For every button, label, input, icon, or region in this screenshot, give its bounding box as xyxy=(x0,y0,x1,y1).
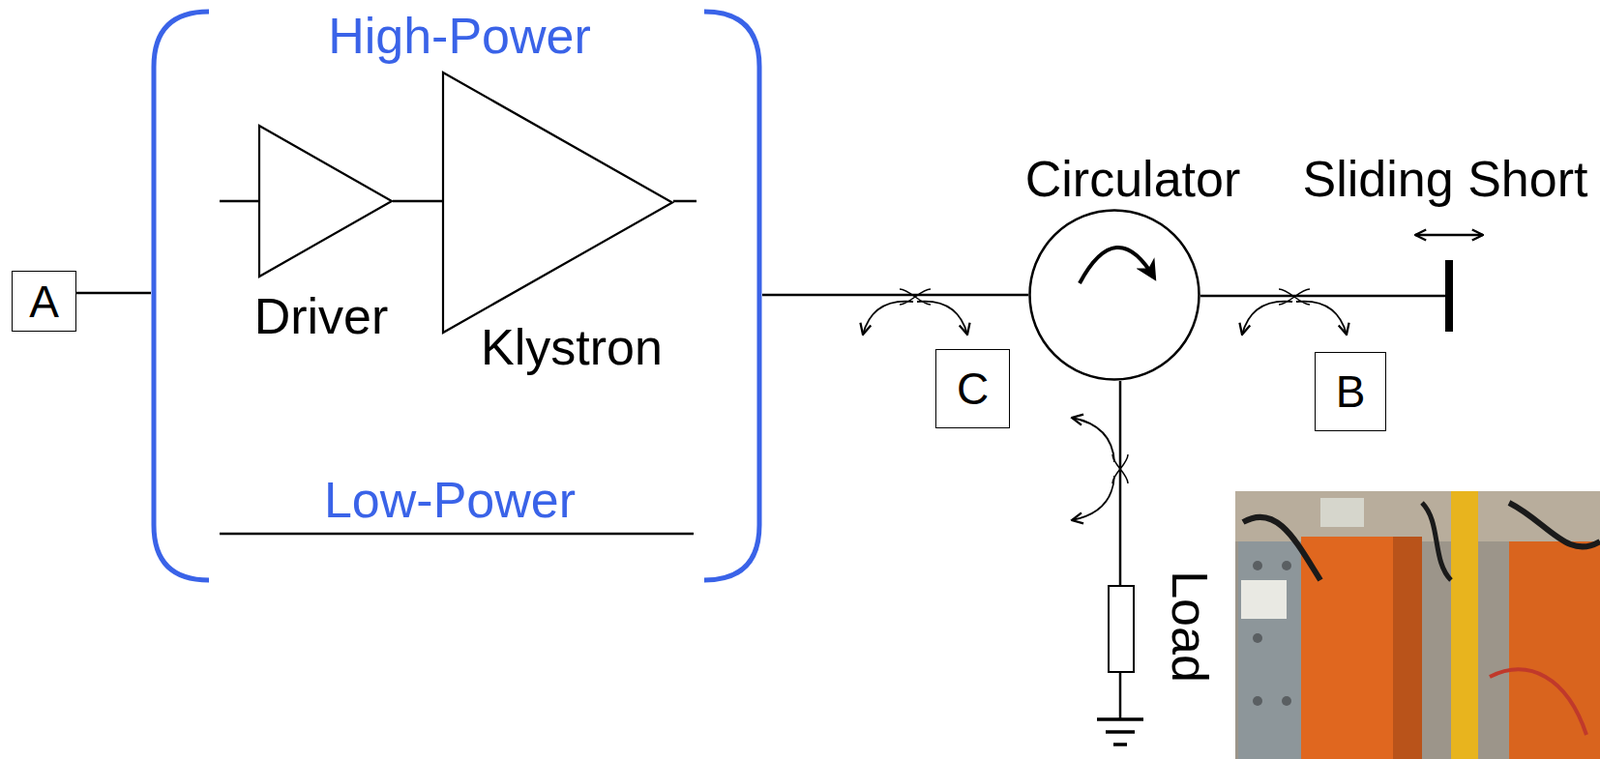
port-box: A xyxy=(11,270,77,332)
circulator-circle: Circulator xyxy=(1028,208,1201,382)
motion-arrow xyxy=(1415,234,1483,238)
waveguide-connector xyxy=(1200,295,1446,298)
group-label: Low-Power xyxy=(324,474,576,526)
amplifier-symbol xyxy=(443,72,673,333)
node-label: B xyxy=(1335,369,1366,415)
circulator-symbol xyxy=(1030,210,1200,381)
waveguide-connector xyxy=(762,294,1029,297)
circulation-arrow xyxy=(1079,247,1155,284)
input-stub xyxy=(219,200,259,204)
amplifier-symbol xyxy=(259,125,392,277)
node-label: C xyxy=(956,366,989,412)
amplifier-triangle: Driver xyxy=(258,124,393,278)
probe-box: B xyxy=(1314,352,1387,432)
node-label: A xyxy=(29,279,60,325)
resistor-symbol xyxy=(1108,586,1134,673)
node-label: Driver xyxy=(254,291,389,342)
amplifier-group: High-PowerLow-PowerDriverKlystron xyxy=(150,8,763,584)
node-label: Circulator xyxy=(1025,153,1242,205)
amplifier-triangle: Klystron xyxy=(442,71,674,334)
low-power-path xyxy=(219,533,694,536)
probe-box: C xyxy=(935,349,1010,429)
waveguide-connector xyxy=(392,200,443,204)
circulator-circle-outline xyxy=(1028,208,1201,382)
waveguide-connector xyxy=(1119,381,1123,586)
group-bracket xyxy=(704,11,760,581)
node-label: Sliding Short xyxy=(1303,153,1589,205)
sliding-short-bar-outline xyxy=(1445,260,1453,332)
test-stand-photo xyxy=(1235,491,1600,759)
resistor-symbol-outline xyxy=(1107,585,1135,674)
node-label: Klystron xyxy=(480,322,663,373)
amplifier-triangle-outline xyxy=(258,124,393,278)
waveguide-connector xyxy=(76,292,151,296)
group-bracket xyxy=(153,11,209,581)
output-stub xyxy=(673,200,697,204)
short-symbol xyxy=(1445,260,1453,332)
resistor-symbol: Load xyxy=(1107,585,1135,674)
amplifier-triangle-outline xyxy=(442,71,674,334)
group-label: High-Power xyxy=(327,10,592,61)
sliding-short-bar: Sliding Short xyxy=(1445,260,1453,332)
ground-symbol xyxy=(1096,673,1144,745)
node-label: Load xyxy=(1164,570,1215,683)
